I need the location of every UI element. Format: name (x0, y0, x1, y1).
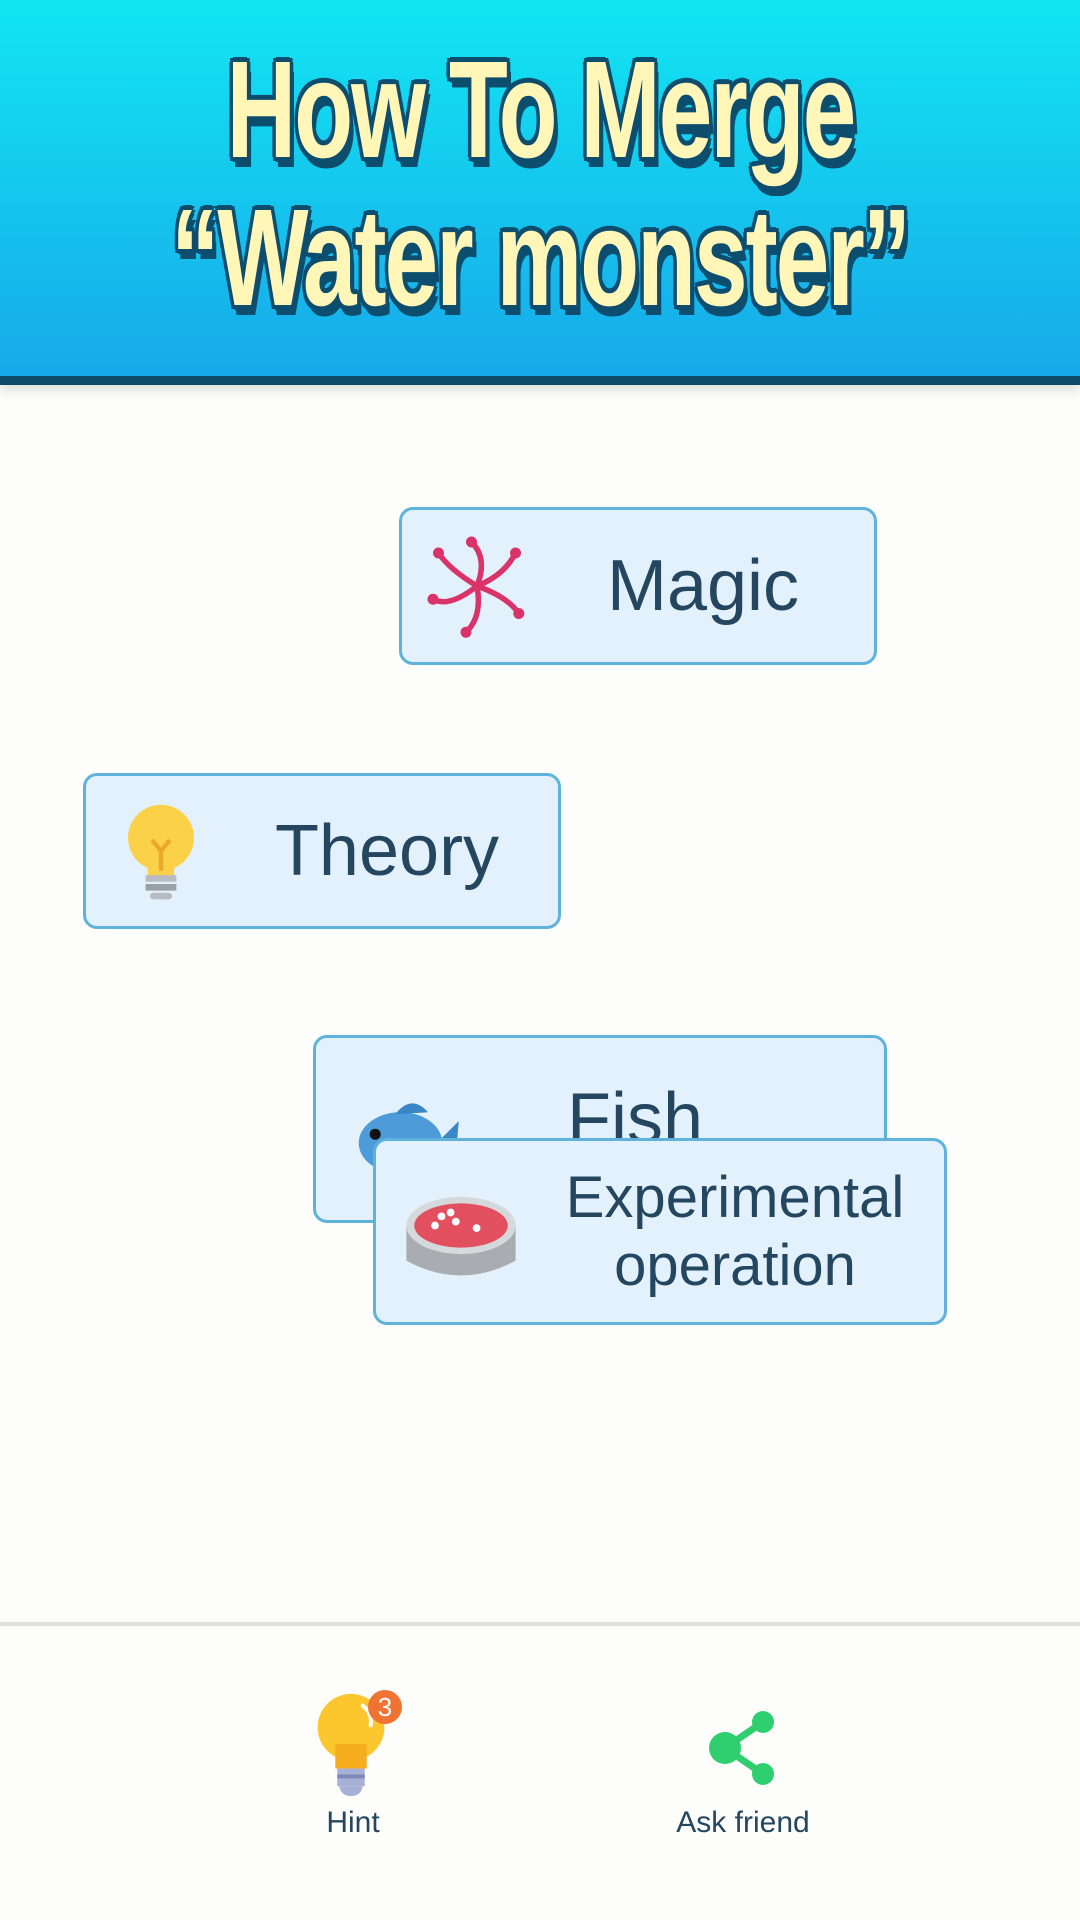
share-icon-wrap (643, 1690, 843, 1798)
magic-swirl-icon (427, 536, 525, 638)
lightbulb-icon (128, 804, 194, 900)
share-icon (709, 1711, 774, 1785)
title-line-1-wrap: How To Merge (0, 40, 1080, 180)
petri-dish-icon (406, 1196, 516, 1276)
ask-friend-label: Ask friend (676, 1806, 810, 1839)
card-label: Experimental operation (526, 1164, 944, 1300)
element-card-experimental-operation[interactable]: Experimental operation (373, 1138, 947, 1325)
element-card-theory[interactable]: Theory (83, 773, 561, 929)
ask-friend-button[interactable]: Ask friend (643, 1690, 843, 1840)
card-label: Theory (274, 811, 500, 891)
lightbulb-icon (317, 1693, 385, 1797)
title-line-1: How To Merge (226, 33, 856, 187)
title-banner: How To Merge “Water monster” (0, 0, 1080, 385)
title-line-2-wrap: “Water monster” (0, 188, 1080, 328)
card-label: Magic (606, 546, 800, 626)
hint-icon-wrap: 3 (253, 1690, 453, 1798)
card-label-line-1: Experimental (565, 1164, 905, 1230)
title-line-2: “Water monster” (171, 181, 911, 335)
hint-label: Hint (326, 1806, 380, 1839)
element-card-magic[interactable]: Magic (399, 507, 877, 665)
hint-button[interactable]: 3 Hint (253, 1690, 453, 1840)
bottom-divider (0, 1622, 1080, 1626)
hint-count-badge: 3 (368, 1690, 402, 1724)
card-label-line-2: operation (614, 1232, 856, 1298)
